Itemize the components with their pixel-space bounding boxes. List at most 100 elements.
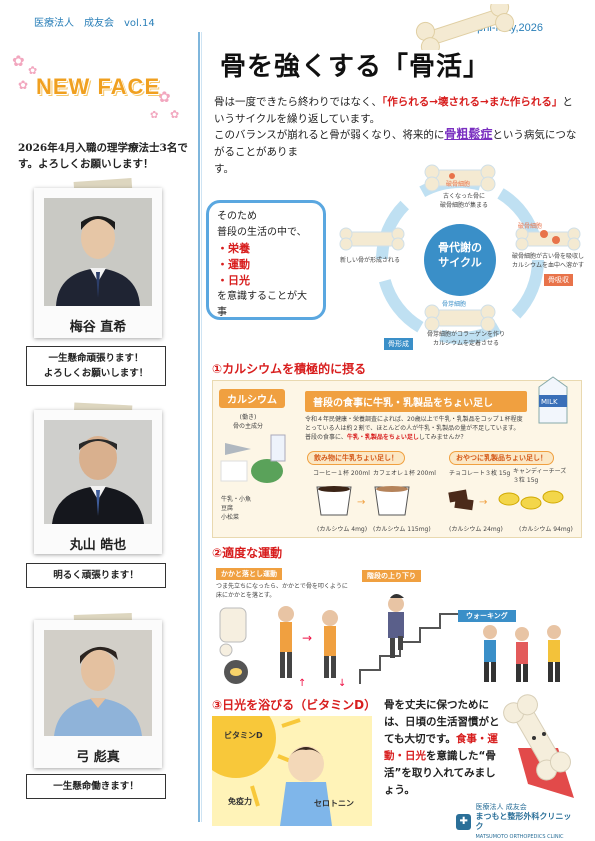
bone-metabolism-cycle-diagram: 骨代謝の サイクル 破骨細胞 古くなった骨に 破骨細胞が集まる 破骨細胞 破骨細… [334,160,586,360]
survey-text: 普段の食事に、 [305,434,347,441]
calcium-role-line: 骨の主成分 [233,423,264,430]
bone-mascot-illustration [503,694,574,798]
staff-name: 丸山 皓也 [69,538,127,553]
cycle-step-text: 破骨細胞が古い骨を吸収し カルシウムを血中へ溶かす [512,252,586,270]
coffee-label: コーヒー１杯 200ml [313,470,370,477]
food-item: 小松菜 [221,514,240,521]
food-item: 牛乳・小魚 [221,496,252,503]
dairy-banner: 普段の食事に牛乳・乳製品をちょい足し [305,391,527,412]
staff-message-box: 一生懸命頑張ります！ よろしくお願いします！ [26,346,166,386]
closing-text: 骨を丈夫に保つためには、日頃の生活習慣がとても大切です。 [384,699,500,745]
heel-drop-line: 床にかかとを落とす。 [216,592,276,599]
staff-photo-card: 弓 彪真 [34,620,162,768]
food-item: 豆腐 [221,505,234,512]
milk-label: MILK [541,398,558,406]
svg-text:→: → [479,497,487,508]
dairy-survey-text: 令和４年民健康・栄養調査によれば、20歳以上で牛乳・乳製品をコップ１杯程度 とっ… [305,415,535,442]
clinic-logo-icon: ✚ [456,814,472,830]
clinic-corporation: 医療法人 成友会 [475,803,527,811]
clinic-name: まつもと整形外科クリニック [475,812,572,831]
calcium-amount: (カルシウム 115mg) [373,526,431,533]
closing-message: 骨を丈夫に保つためには、日頃の生活習慣がとても大切です。食事・運動・日光を意識し… [384,697,502,799]
sakura-icon: ✿ [150,110,159,121]
callout-item-nutrition: ・栄養 [217,242,250,255]
survey-line: とっている人は約２割で、ほとんどの人が牛乳・乳製品の量が不足しています。 [305,425,520,432]
staff-name: 梅谷 直希 [69,320,127,335]
newsletter-org-volume: 医療法人 成友会 vol.14 [34,18,155,29]
callout-text: 普段の生活の中で、 [217,227,307,238]
calcium-role: (働き) 骨の主成分 [233,413,263,431]
serotonin-label: セロトニン [314,799,354,808]
osteoclast-label: 破骨細胞 [446,181,471,188]
article-title: 骨を強くする「骨活」 [220,52,491,82]
survey-line: 普段の食事に、牛乳・乳製品をちょい足ししてみませんか？ [305,433,535,442]
intro-text: す。 [214,163,234,175]
closing-highlight: 食事・運動・日光 [384,733,498,762]
cycle-step-line: 古くなった骨に [442,193,485,200]
cycle-step-line: 破骨細胞が集まる [439,202,488,209]
staff-message-box: 明るく頑張ります！ [26,563,166,588]
calcium-tag: カルシウム [219,389,285,408]
chocolate-label: チョコレート３枚 15g [449,470,511,477]
bone-cycle-highlight: 「作られる→壊される→また作られる」 [382,96,563,108]
svg-text:↑: ↑ [298,678,306,688]
milk-carton-icon: MILK [538,376,568,424]
calcium-foods-illustration [220,434,286,483]
sun-icon [212,716,332,826]
staff-photo-card: 梅谷 直希 [34,188,162,338]
cycle-step-line: カルシウムを定着させる [432,340,499,347]
survey-highlight: 牛乳・乳製品をちょい足し [346,434,419,441]
heel-drop-illustration: → ↑ ↓ [219,606,346,688]
cycle-step-text: 新しい骨が形成される [340,257,401,264]
staff-photo-card: 丸山 皓也 [34,410,162,554]
svg-text:→: → [302,631,312,645]
staff-portrait [44,420,152,524]
staff-message-box: 一生懸命働きます！ [26,774,166,799]
calcium-role-line: (働き) [239,414,257,421]
osteoblast-label: 骨芽細胞 [442,301,467,308]
staff-portrait [44,198,152,306]
clinic-name-english: MATSUMOTO ORTHOPEDICS CLINIC [475,834,564,840]
closing-text: を意識した“骨活”を取り入れてみましょう。 [384,750,496,796]
stairs-illustration [359,594,460,684]
staff-name: 弓 彪真 [76,750,120,765]
callout-item-exercise: ・運動 [217,258,250,271]
staff-portrait [44,630,152,736]
column-divider-light [201,32,202,822]
walking-illustration [483,625,561,682]
intro-text: このバランスが崩れると骨が弱くなり、将来的に [214,129,445,141]
cycle-center-label: 骨代謝の サイクル [434,240,486,270]
drink-tip-tag: 飲み物に牛乳ちょい足し！ [307,451,405,465]
cycle-center-line: 骨代謝の [438,241,482,254]
section-calcium-heading: ①カルシウムを積極的に摂る [212,362,367,376]
walking-tag: ウォーキング [458,610,516,622]
immunity-label: 免疫力 [228,797,252,806]
staff-message-line: 一生懸命頑張ります！ [48,353,144,364]
clinic-logo: ✚ 医療法人 成友会 まつもと整形外科クリニック MATSUMOTO ORTHO… [456,802,576,841]
formation-tag: 骨形成 [384,338,413,350]
calcium-amount: (カルシウム 94mg) [519,526,573,533]
svg-text:↓: ↓ [338,678,346,688]
staff-message-line: よろしくお願いします！ [43,368,149,379]
section-exercise-heading: ②適度な運動 [212,546,283,560]
cheese-label: キャンディーチーズ３粒 15g [513,468,567,484]
cycle-arrows [339,164,581,344]
calcium-amount: (カルシウム 4mg) [317,526,368,533]
intro-text: というサイクルを繰り返しています。 [214,96,573,125]
calcium-info-panel: カルシウム (働き) 骨の主成分 牛乳・小魚 豆腐 小松菜 普段の食事に牛乳・乳… [212,376,582,538]
cycle-step-line: カルシウムを血中へ溶かす [512,262,585,269]
cycle-step-line: 骨芽細胞がコラーゲンを作り [426,331,505,338]
staff-message-line: 一生懸命働きます！ [53,781,139,792]
intro-text: という病気につながることがありま [214,129,577,158]
calcium-amount: (カルシウム 24mg) [449,526,503,533]
sakura-icon: ✿ [158,88,171,106]
calcium-food-list: 牛乳・小魚 豆腐 小松菜 [221,495,251,522]
heel-drop-text: つま先立ちになったら、かかとで骨を叩くように 床にかかとを落とす。 [216,582,356,600]
stairs-tag: 階段の上り下り [362,570,421,582]
cycle-step-line: 破骨細胞が古い骨を吸収し [512,253,585,260]
resorption-tag: 骨吸収 [544,274,573,286]
staff-message-line: 明るく頑張ります！ [53,570,139,581]
vitamin-d-label: ビタミンD [224,731,263,740]
snack-tip-tag: おやつに乳製品ちょい足し！ [449,451,554,465]
new-face-banner: NEW FACE [36,74,161,99]
